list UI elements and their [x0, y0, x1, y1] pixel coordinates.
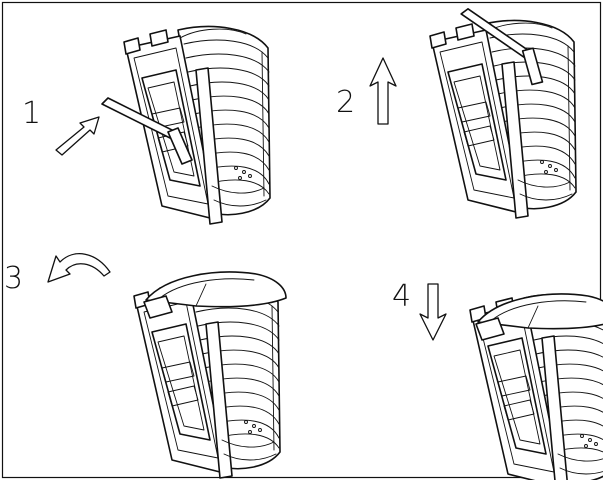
step-3: 3	[4, 253, 287, 479]
step-4-number: 4	[392, 279, 411, 314]
arrow-curved-back-icon	[47, 253, 111, 283]
step-3-number: 3	[4, 261, 23, 296]
step-2: 2	[336, 7, 577, 219]
arrow-diagonal-up-right-icon	[55, 116, 100, 156]
arrow-down-icon	[419, 283, 447, 341]
step-1-number: 1	[22, 96, 41, 131]
housing-illustration-2	[429, 19, 577, 219]
arrow-up-icon	[369, 57, 397, 125]
step-4: 4	[392, 279, 603, 480]
step-1: 1	[22, 25, 271, 225]
step-2-number: 2	[336, 85, 355, 120]
